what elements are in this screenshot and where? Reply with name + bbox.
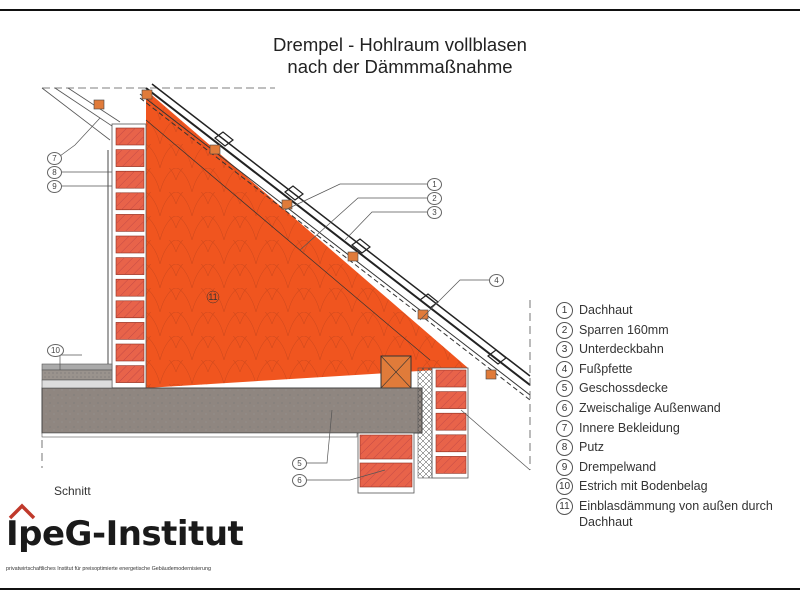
brick-hatch: [116, 236, 144, 253]
roof-covering: [139, 83, 531, 401]
logo-name: IpeG-Institut: [6, 514, 244, 554]
logo-subtitle: privatwirtschaftliches Institut für prei…: [6, 566, 211, 572]
legend-label: Innere Bekleidung: [579, 420, 680, 435]
legend-number: 2: [556, 321, 573, 339]
brick-hatch: [116, 322, 144, 340]
callout-6: 6: [292, 474, 307, 487]
brick-hatch: [116, 171, 144, 189]
outer-wall: [357, 367, 469, 494]
frame-bottom-line: [0, 588, 800, 590]
dashed-boundaries: [41, 300, 531, 470]
legend-label: Putz: [579, 440, 605, 455]
brick-hatch: [116, 149, 144, 167]
legend-number: 8: [556, 439, 573, 457]
legend-item: 10 Estrich mit Bodenbelag: [556, 478, 796, 498]
legend-item: 8 Putz: [556, 439, 796, 459]
legend-number: 1: [556, 302, 573, 319]
legend-label: Sparren 160mm: [579, 322, 669, 337]
brick-hatch: [360, 435, 412, 459]
leader-lines: [59, 117, 531, 481]
brick-hatch: [116, 192, 144, 210]
brick-hatch: [436, 391, 466, 409]
section-label: Schnitt: [54, 484, 91, 498]
callout-1: 1: [427, 178, 442, 191]
legend-number: 4: [556, 360, 573, 378]
legend-number: 6: [556, 399, 573, 417]
legend-number: 11: [556, 497, 573, 515]
legend-label: Einblasdämmung von außen durch Dachhaut: [579, 498, 773, 529]
brick-hatch: [116, 300, 144, 318]
callout-10: 10: [47, 344, 64, 357]
insulation-marker-circle: [206, 290, 220, 304]
legend-label: Dachhaut: [579, 303, 633, 317]
frame-top-line: [0, 9, 800, 11]
legend-number: 3: [556, 341, 573, 359]
callout-9: 9: [47, 180, 62, 193]
brick-hatch: [116, 128, 144, 145]
legend-item: 4 Fußpfette: [556, 360, 796, 381]
legend-item: 2 Sparren 160mm: [556, 321, 796, 342]
brick-hatch: [116, 344, 144, 361]
brick-hatch: [436, 370, 466, 387]
legend-number: 10: [556, 478, 573, 496]
screed-layer: [41, 363, 113, 389]
legend-number: 9: [556, 458, 573, 476]
callout-5: 5: [292, 457, 307, 470]
callout-3: 3: [427, 206, 442, 219]
legend-number: 7: [556, 419, 573, 437]
legend: 1 Dachhaut 2 Sparren 160mm 3 Unterdeckbahn 4 Fu…: [556, 302, 796, 530]
title-line-1: Drempel - Hohlraum vollblasen: [273, 34, 527, 55]
legend-label: Geschossdecke: [579, 381, 668, 396]
roof-top-lines: [41, 87, 275, 141]
legend-item: 1 Dachhaut: [556, 302, 796, 322]
callout-7: 7: [47, 152, 62, 165]
brick-hatch: [436, 413, 466, 431]
callout-2: 2: [427, 192, 442, 205]
legend-item: 3 Unterdeckbahn: [556, 341, 796, 361]
legend-item: 11 Einblasdämmung von außen durch Dachhau…: [556, 497, 796, 530]
legend-item: 9 Drempelwand: [556, 458, 796, 479]
legend-item: 7 Innere Bekleidung: [556, 419, 796, 440]
brick-hatch: [116, 257, 144, 275]
brick-hatch: [116, 214, 144, 232]
callout-8: 8: [47, 166, 62, 179]
legend-label: Fußpfette: [579, 361, 633, 376]
wall-plate: [380, 355, 412, 389]
legend-item: 6 Zweischalige Außenwand: [556, 399, 796, 420]
legend-label: Zweischalige Außenwand: [579, 400, 721, 415]
legend-label: Estrich mit Bodenbelag: [579, 479, 708, 494]
legend-item: 5 Geschossdecke: [556, 380, 796, 400]
knee-wall-bricks: [111, 123, 147, 389]
floor-slab: [41, 387, 423, 438]
callout-4: 4: [489, 274, 504, 287]
brick-hatch: [436, 434, 466, 452]
insulation-marker: 11: [208, 292, 217, 302]
brick-hatch: [116, 279, 144, 297]
brick-hatch: [116, 365, 144, 383]
page-title: Drempel - Hohlraum vollblasen nach der D…: [150, 34, 650, 78]
brick-hatch: [436, 456, 466, 474]
roof-battens: [93, 89, 497, 380]
legend-number: 5: [556, 380, 573, 398]
legend-label: Drempelwand: [579, 459, 657, 474]
logo-roof-icon: [8, 503, 36, 520]
legend-label: Unterdeckbahn: [579, 342, 664, 357]
title-line-2: nach der Dämmmaßnahme: [287, 56, 513, 77]
blown-insulation: [145, 90, 468, 388]
